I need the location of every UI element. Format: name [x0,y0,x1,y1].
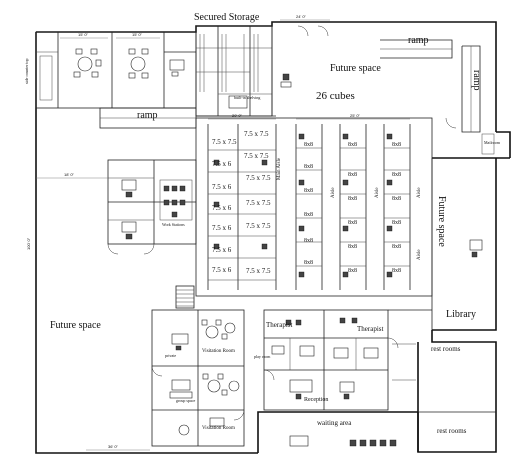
cube-label: 7.5 x 7.5 [246,174,271,182]
dimension-label: 100' 0" [26,237,31,250]
label-ramp-right-vertical: ramp [471,70,482,91]
aisle-labels: Main Aisle Aisle Aisle Aisle Aisle [277,157,422,260]
cube-grid-lines [208,149,276,281]
dimension-label: 20' 0" [232,113,243,118]
stairs [175,285,195,309]
cube-label: 7.5 x 7.5 [212,138,237,146]
room-labels: Secured Storage Future space 26 cubes ra… [24,12,501,435]
label-26-cubes: 26 cubes [316,90,355,102]
cube-label: 7.5 x 6 [212,266,232,274]
cube-label: 8x8 [348,196,357,202]
cube-label: 7.5 x 7.5 [244,130,269,138]
therapist-block [263,309,399,411]
cube-label: 8x8 [304,260,313,266]
left-offices [107,159,197,255]
label-waiting-area: waiting area [317,419,352,427]
cube-label: 8x8 [348,220,357,226]
cube-label: 7.5 x 7.5 [246,222,271,230]
cube-chairs [213,133,393,278]
label-reception: Reception [304,397,328,403]
label-built-in-shelving: built-in shelving [234,95,260,100]
cube-label: 7.5 x 6 [212,246,232,254]
cube-label: 7.5 x 6 [212,160,232,168]
label-visitation-room-2: Visitation Room [202,426,235,431]
cube-label: 8x8 [304,238,313,244]
label-group-space: group space [176,398,195,403]
cube-label: 8x8 [348,268,357,274]
cube-label: 7.5 x 6 [212,204,232,212]
cube-label: 8x8 [392,142,401,148]
label-library: Library [446,309,476,320]
aisle-label: Aisle [417,249,422,260]
eight-grid-lines [295,124,411,290]
label-ramp-top-right: ramp [408,35,429,46]
cube-label: 7.5 x 7.5 [246,199,271,207]
dimension-lines [36,19,410,451]
dimension-label: 15' 0" [132,32,143,37]
waiting-area-furniture [289,435,397,447]
dimension-label: 18' 0" [64,172,75,177]
top-left-rooms [35,31,197,129]
conference-table-2 [128,48,149,79]
cube-label: 8x8 [304,212,313,218]
aisle-label: Aisle [375,187,380,198]
cube-size-labels: 7.5 x 7.5 7.5 x 7.5 7.5 x 7.5 7.5 x 7.5 … [212,130,401,275]
dimension-label: 36' 0" [108,444,119,449]
aisle-label: Main Aisle [277,157,282,180]
cube-label: 8x8 [348,172,357,178]
aisle-label: Aisle [331,187,336,198]
aisle-label: Aisle [417,187,422,198]
cube-label: 8x8 [348,244,357,250]
right-future-furniture [431,158,483,298]
cubes-area [195,117,433,297]
cube-label: 8x8 [304,164,313,170]
dimension-label: 15' 0" [78,32,89,37]
cube-label: 7.5 x 7.5 [244,152,269,160]
label-future-space-top: Future space [330,63,381,74]
cube-label: 8x8 [392,244,401,250]
top-right-area [271,22,495,155]
rest-room-walls [388,298,496,413]
secured-storage-block [195,25,276,117]
label-side-counter: side counter top [24,58,29,84]
label-work-stations: Work Stations [162,222,185,227]
cube-label: 8x8 [392,172,401,178]
cube-label: 8x8 [304,142,313,148]
conference-table-1 [73,48,102,78]
label-future-space-left: Future space [50,320,101,331]
label-rest-rooms-1: rest rooms [431,345,461,353]
visitation-rooms [151,309,245,447]
cube-label: 8x8 [304,188,313,194]
cube-label: 7.5 x 7.5 [246,267,271,275]
label-ramp-left: ramp [137,110,158,121]
label-play-room: play room [254,354,271,359]
cube-label: 7.5 x 6 [212,224,232,232]
label-visitation-room-1: Visitation Room [202,349,235,354]
label-private: private [165,353,176,358]
conference-table-3 [169,59,185,77]
cube-label: 8x8 [348,142,357,148]
label-therapist-1: Therapist [266,321,292,329]
dimension-label: 25' 0" [350,113,361,118]
label-secured-storage: Secured Storage [194,12,260,23]
dimension-labels: 15' 0" 15' 0" 18' 0" 24' 0" 36' 0" 20' 0… [26,14,361,449]
cube-label: 8x8 [392,220,401,226]
label-mailroom: Mailroom [484,140,501,145]
label-therapist-2: Therapist [357,325,383,333]
label-rest-rooms-2: rest rooms [437,427,467,435]
cube-label: 7.5 x 6 [212,183,232,191]
dimension-label: 24' 0" [296,14,307,19]
cube-label: 8x8 [392,268,401,274]
cube-label: 8x8 [392,196,401,202]
label-future-space-right: Future space [436,196,447,247]
